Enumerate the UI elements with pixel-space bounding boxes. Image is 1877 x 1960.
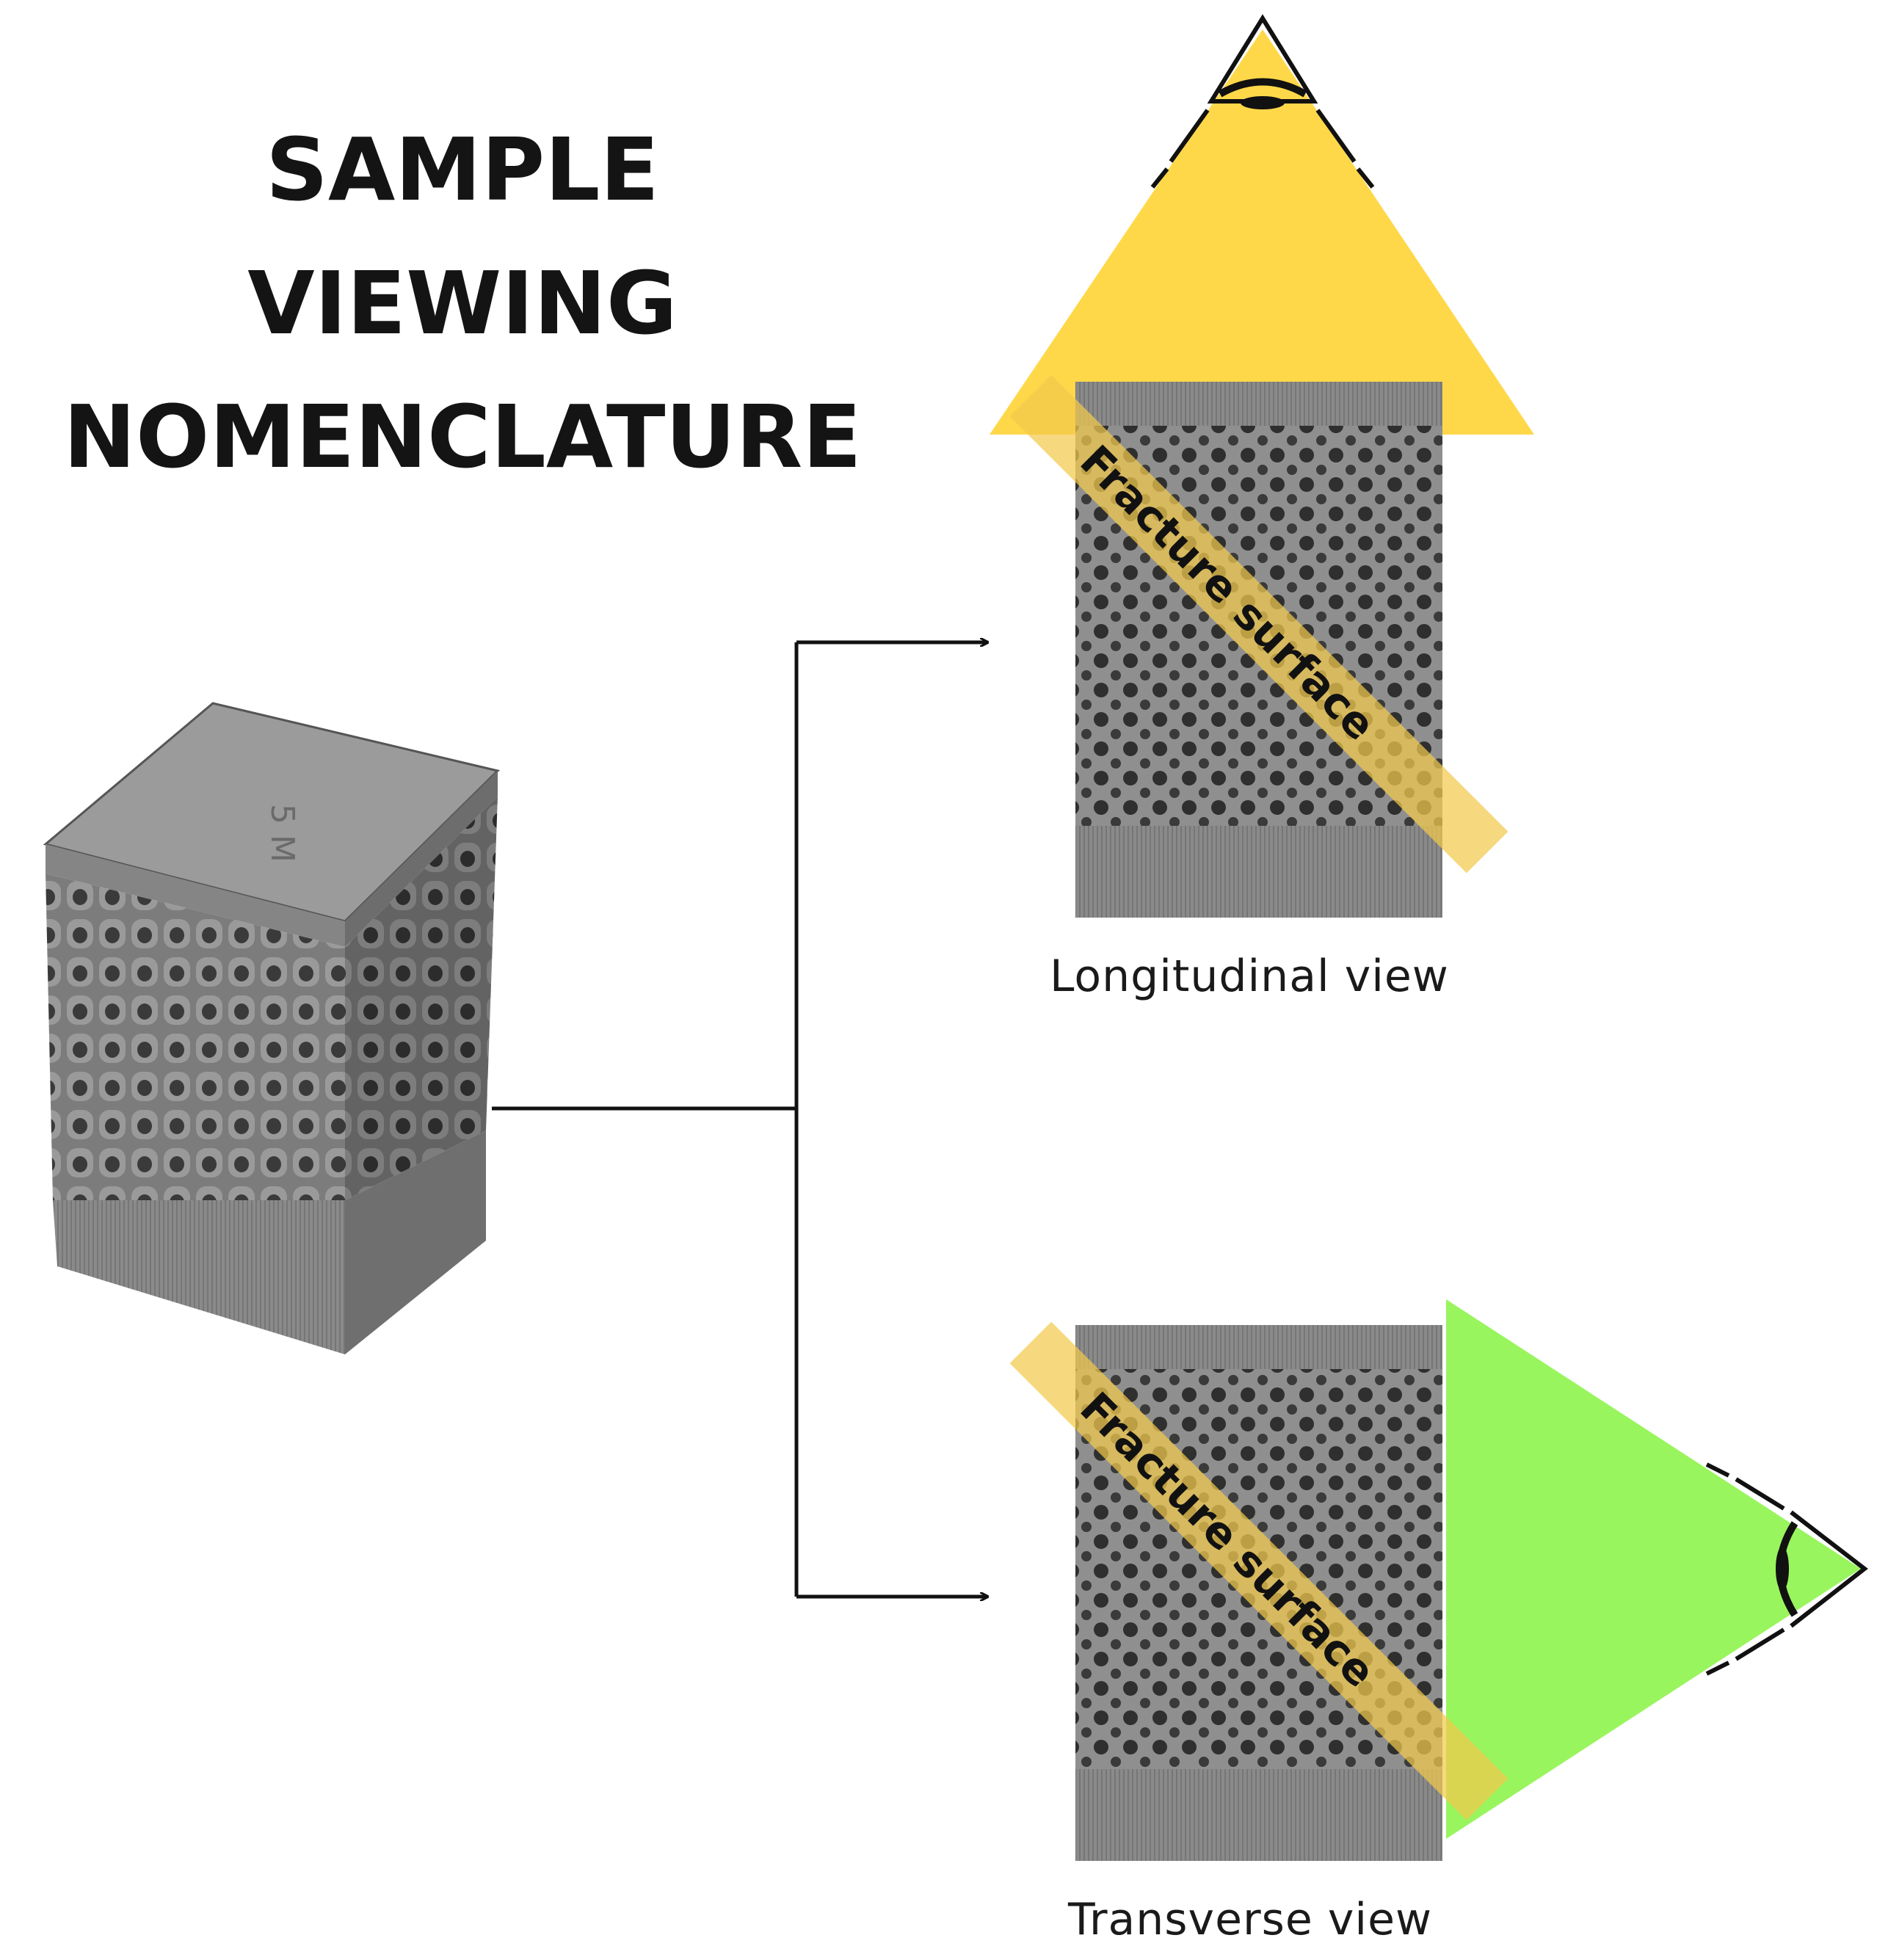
sample-side-lattice [345, 796, 498, 1200]
viewer-cone [1446, 1299, 1861, 1839]
connector-lines [492, 642, 987, 1597]
sample-base-front [53, 1200, 345, 1354]
title-line-3: NOMENCLATURE [63, 386, 862, 487]
diagram-title: SAMPLE VIEWING NOMENCLATURE [29, 103, 896, 504]
longitudinal-sample-top [1075, 382, 1442, 426]
transverse-sample-base [1075, 1769, 1442, 1861]
longitudinal-view: Fracture surface [990, 14, 1534, 918]
transverse-view-caption: Transverse view [1068, 1894, 1433, 1945]
title-line-2: VIEWING [247, 253, 678, 354]
fracture-band [1009, 1321, 1509, 1821]
transverse-view: Fracture surface [1009, 1299, 1868, 1861]
sample-marking: 5 M [264, 804, 301, 863]
viewer-cone [990, 29, 1534, 435]
fracture-band [1009, 374, 1509, 874]
sample-photo: 5 M [43, 702, 500, 1354]
longitudinal-sample-base [1075, 826, 1442, 918]
sample-side-rim [345, 771, 498, 947]
sample-front-lattice [46, 874, 345, 1200]
eye-icon [1705, 1462, 1868, 1676]
longitudinal-view-caption: Longitudinal view [1050, 951, 1449, 1002]
title-line-1: SAMPLE [265, 119, 659, 220]
sample-front-rim [46, 844, 345, 947]
eye-icon [1150, 14, 1375, 189]
transverse-sample-top [1075, 1325, 1442, 1369]
sample-base-side [345, 1130, 486, 1354]
